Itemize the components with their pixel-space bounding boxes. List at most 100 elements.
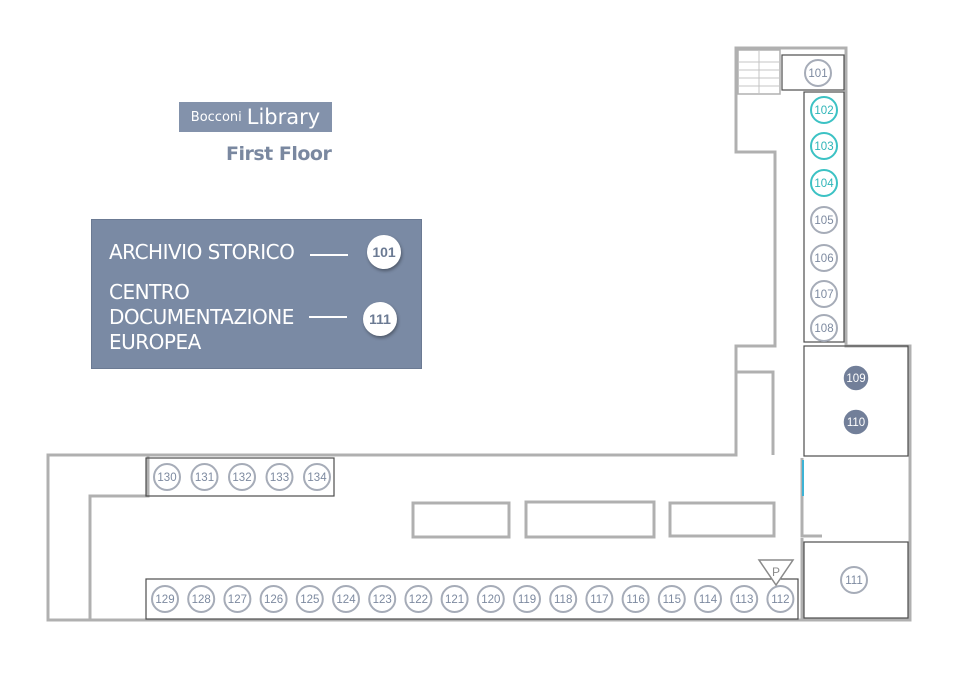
room-number: 103: [814, 141, 833, 153]
room-124[interactable]: 124: [332, 585, 360, 613]
legend-label-centro: CENTRO DOCUMENTAZIONE EUROPEA: [109, 280, 294, 354]
room-number: 115: [663, 594, 681, 606]
room-number: 108: [814, 323, 833, 335]
room-badge-circle: [657, 585, 686, 613]
room-badge-circle: [549, 585, 578, 613]
room-number: 121: [445, 594, 464, 606]
room-badge-circle: [842, 364, 870, 392]
room-number: 116: [626, 594, 644, 606]
room-badge-circle: [810, 206, 838, 234]
room-116[interactable]: 116: [621, 585, 650, 613]
brand-name: Bocconi: [190, 109, 242, 125]
room-badge-circle: [476, 585, 505, 613]
room-121[interactable]: 121: [440, 585, 469, 613]
legend-label-archivio: ARCHIVIO STORICO: [109, 240, 295, 264]
room-badge-circle: [840, 566, 868, 594]
room-132[interactable]: 132: [228, 463, 256, 491]
room-number: 127: [228, 594, 247, 606]
room-number: 107: [814, 289, 833, 301]
room-108[interactable]: 108: [810, 314, 838, 342]
room-134[interactable]: 134: [303, 463, 331, 491]
room-badge-circle: [151, 585, 179, 613]
room-badge-circle: [810, 132, 838, 160]
room-number: 110: [847, 417, 865, 429]
room-117[interactable]: 117: [585, 585, 614, 613]
room-badge-circle: [585, 585, 614, 613]
room-114[interactable]: 114: [694, 585, 722, 613]
room-number: 105: [814, 215, 833, 227]
room-badge-circle: [187, 585, 216, 613]
room-badge-circle: [332, 585, 360, 613]
room-115[interactable]: 115: [657, 585, 686, 613]
room-badge-circle: [730, 585, 759, 613]
room-111[interactable]: 111: [840, 566, 868, 594]
room-badge-circle: [804, 59, 832, 87]
room-120[interactable]: 120: [476, 585, 505, 613]
room-badge-circle: [440, 585, 469, 613]
legend-room-badge[interactable]: 111: [363, 302, 397, 336]
parking-label: P: [772, 565, 780, 579]
room-badge-circle: [766, 585, 795, 613]
room-number: 130: [157, 472, 176, 484]
room-129[interactable]: 129: [151, 585, 179, 613]
room-119[interactable]: 119: [513, 585, 541, 613]
room-118[interactable]: 118: [549, 585, 578, 613]
room-126[interactable]: 126: [259, 585, 288, 613]
room-number: 113: [735, 594, 753, 606]
room-101[interactable]: 101: [804, 59, 832, 87]
room-128[interactable]: 128: [187, 585, 216, 613]
legend-line: [310, 254, 348, 256]
room-131[interactable]: 131: [190, 463, 219, 491]
library-label: Library: [246, 105, 321, 129]
legend: ARCHIVIO STORICO 101 CENTRO DOCUMENTAZIO…: [91, 219, 422, 369]
library-title: Bocconi Library: [179, 102, 332, 132]
room-badge-circle: [153, 463, 181, 491]
room-102[interactable]: 102: [810, 96, 838, 124]
room-133[interactable]: 133: [265, 463, 294, 491]
room-badge-circle: [404, 585, 433, 613]
room-112[interactable]: 112: [766, 585, 795, 613]
room-badge-circle: [303, 463, 331, 491]
room-badge-circle: [259, 585, 288, 613]
room-109[interactable]: 109: [842, 364, 870, 392]
room-badge-circle: [694, 585, 722, 613]
floor-title: First Floor: [226, 143, 332, 165]
room-badge-circle: [810, 244, 838, 272]
room-badge-circle: [265, 463, 294, 491]
room-number: 112: [771, 594, 789, 606]
room-number: 134: [307, 472, 327, 484]
room-badge-circle: [223, 585, 252, 613]
room-number: 104: [814, 178, 834, 190]
room-number: 124: [336, 594, 356, 606]
room-110[interactable]: 110: [842, 408, 870, 436]
room-103[interactable]: 103: [810, 132, 838, 160]
room-number: 122: [409, 594, 428, 606]
room-badge-circle: [842, 408, 870, 436]
room-105[interactable]: 105: [810, 206, 838, 234]
room-106[interactable]: 106: [810, 244, 838, 272]
room-boxes: [145, 54, 909, 620]
room-badge-circle: [295, 585, 324, 613]
room-badge-circle: [621, 585, 650, 613]
room-number: 109: [846, 373, 865, 385]
room-badge-circle: [810, 169, 838, 197]
room-number: 120: [481, 594, 500, 606]
room-123[interactable]: 123: [368, 585, 397, 613]
legend-line: [309, 316, 347, 318]
room-badge-circle: [190, 463, 219, 491]
room-number: 118: [554, 594, 572, 606]
room-number: 106: [814, 253, 833, 265]
room-127[interactable]: 127: [223, 585, 252, 613]
room-number: 123: [373, 594, 392, 606]
room-104[interactable]: 104: [810, 169, 838, 197]
room-number: 125: [300, 594, 319, 606]
room-number: 101: [808, 68, 827, 80]
room-badge-circle: [228, 463, 256, 491]
room-130[interactable]: 130: [153, 463, 181, 491]
legend-room-badge[interactable]: 101: [367, 235, 401, 269]
room-107[interactable]: 107: [810, 280, 838, 308]
room-113[interactable]: 113: [730, 585, 759, 613]
room-122[interactable]: 122: [404, 585, 433, 613]
room-125[interactable]: 125: [295, 585, 324, 613]
